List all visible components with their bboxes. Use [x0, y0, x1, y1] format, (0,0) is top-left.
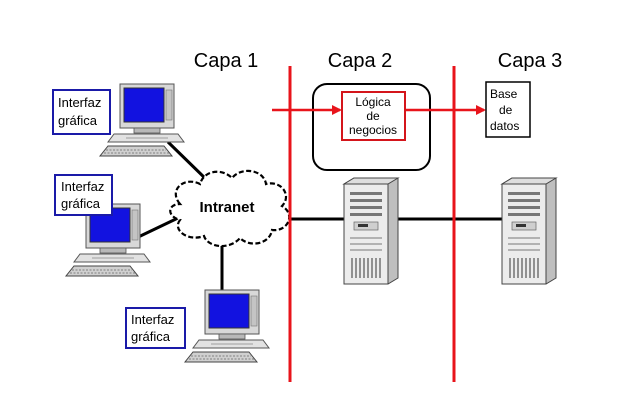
- intranet-label: Intranet: [199, 199, 254, 216]
- layer-3-heading: Capa 3: [498, 50, 563, 72]
- link-client1-intranet: [166, 140, 212, 185]
- client-label-3-line2: gráfica: [131, 329, 171, 344]
- client-label-3-line1: Interfaz: [131, 312, 174, 327]
- client-label-1: Interfaz gráfica: [52, 89, 111, 135]
- business-logic-line2: de: [366, 109, 380, 123]
- client-pc-3-icon: [184, 289, 270, 363]
- business-logic-box: Lógica de negocios: [341, 91, 406, 141]
- client-label-3: Interfaz gráfica: [125, 307, 186, 349]
- client-label-1-line1: Interfaz: [58, 95, 101, 110]
- database-line2: de: [499, 103, 513, 117]
- app-server-icon: [343, 177, 399, 285]
- database-line3: datos: [490, 119, 519, 133]
- database-server-icon: [501, 177, 557, 285]
- layer-1-heading: Capa 1: [194, 50, 259, 72]
- business-logic-line1: Lógica: [355, 95, 391, 109]
- business-logic-line3: negocios: [349, 123, 397, 137]
- client-label-1-line2: gráfica: [58, 113, 98, 128]
- client-label-2-line2: gráfica: [61, 196, 101, 211]
- database-box: Base de datos: [485, 81, 531, 138]
- business-logic-container: [312, 83, 431, 171]
- client-label-2: Interfaz gráfica: [54, 174, 113, 216]
- client-label-2-line1: Interfaz: [61, 179, 104, 194]
- intranet-cloud: Intranet: [169, 169, 291, 248]
- database-line1: Base: [490, 87, 518, 101]
- layer-2-heading: Capa 2: [328, 50, 393, 72]
